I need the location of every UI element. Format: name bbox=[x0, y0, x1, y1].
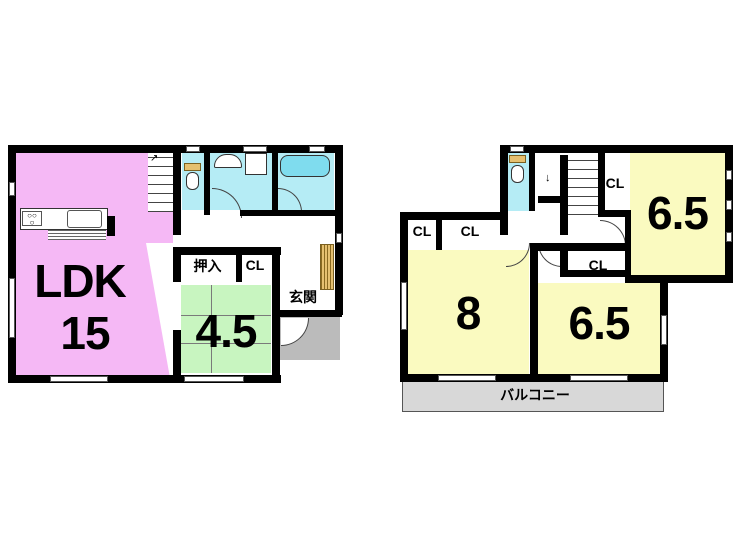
wall bbox=[500, 145, 598, 153]
wall bbox=[625, 275, 733, 283]
window bbox=[50, 376, 108, 382]
window bbox=[726, 200, 732, 210]
wall bbox=[8, 145, 16, 383]
floor-1-plan: ○○○ LDK 15 ↗ 押入 CL 4.5 玄関 bbox=[0, 0, 360, 555]
toilet-bowl-icon bbox=[511, 165, 524, 183]
wall bbox=[173, 145, 181, 235]
wall bbox=[272, 145, 278, 215]
window bbox=[9, 182, 15, 196]
counter-front bbox=[48, 230, 106, 240]
wall bbox=[8, 375, 281, 383]
window bbox=[309, 146, 325, 152]
wall bbox=[560, 243, 568, 275]
closet-1-label: CL bbox=[408, 224, 436, 238]
toilet-fixture-icon bbox=[509, 155, 526, 163]
window bbox=[243, 146, 267, 152]
wall bbox=[204, 145, 210, 215]
ldk-size: 15 bbox=[60, 307, 110, 359]
window bbox=[726, 170, 732, 180]
wall bbox=[530, 243, 630, 251]
hallway bbox=[175, 212, 335, 247]
counter-wall bbox=[107, 216, 115, 236]
wall bbox=[625, 210, 631, 280]
window bbox=[510, 146, 524, 152]
wall bbox=[173, 247, 281, 255]
wall bbox=[436, 212, 442, 250]
wall bbox=[598, 145, 605, 217]
stairs-floor1 bbox=[148, 152, 173, 212]
wall bbox=[240, 210, 340, 216]
window bbox=[336, 233, 342, 243]
wall bbox=[560, 270, 630, 277]
toilet-bowl-icon bbox=[186, 172, 199, 190]
wall bbox=[725, 145, 733, 283]
window bbox=[570, 375, 628, 381]
window bbox=[9, 278, 15, 338]
genkan-label: 玄関 bbox=[289, 289, 317, 305]
ldk-room bbox=[15, 153, 173, 376]
sink-icon bbox=[67, 210, 102, 228]
wall bbox=[500, 145, 508, 235]
room-6-5-bottom bbox=[538, 283, 660, 374]
window bbox=[438, 375, 496, 381]
wall bbox=[538, 196, 563, 203]
toilet-fixture-icon bbox=[184, 163, 201, 171]
washing-machine-icon bbox=[245, 153, 267, 175]
closet-3-label: CL bbox=[573, 258, 623, 272]
window bbox=[661, 315, 667, 345]
wall bbox=[173, 247, 181, 282]
bathtub-icon bbox=[280, 155, 330, 177]
room-6-5-top bbox=[630, 153, 725, 275]
window bbox=[184, 376, 244, 382]
ldk-label: LDK bbox=[34, 255, 127, 307]
window bbox=[186, 146, 200, 152]
stairs-floor2 bbox=[568, 155, 598, 215]
washitsu-size: 4.5 bbox=[195, 305, 258, 357]
room-6-5-top-size: 6.5 bbox=[647, 187, 709, 239]
wall bbox=[272, 310, 342, 317]
room-8-jo bbox=[407, 250, 529, 374]
window bbox=[726, 232, 732, 242]
wall bbox=[529, 145, 535, 211]
washitsu-room bbox=[181, 285, 271, 373]
stove-icon: ○○○ bbox=[22, 211, 42, 227]
closet-label-floor1: CL bbox=[243, 258, 267, 272]
closet-2-label: CL bbox=[445, 224, 495, 238]
closet-4-label: CL bbox=[603, 176, 627, 190]
shoe-rack bbox=[320, 244, 334, 290]
wall bbox=[335, 145, 343, 315]
wall bbox=[400, 212, 508, 220]
oshiire-label: 押入 bbox=[180, 257, 235, 273]
stairs-arrow-icon: ↗ bbox=[150, 153, 159, 164]
wall bbox=[530, 243, 538, 382]
wall bbox=[560, 155, 568, 235]
stairs-down-arrow-icon: ↓ bbox=[545, 172, 551, 184]
wall bbox=[236, 247, 242, 282]
window bbox=[401, 282, 407, 330]
room-6-5-bottom-size: 6.5 bbox=[568, 297, 631, 349]
balcony-label: バルコニー bbox=[500, 387, 570, 403]
wall bbox=[598, 210, 630, 217]
wall bbox=[598, 145, 733, 153]
wall bbox=[173, 330, 181, 383]
room-8-size: 8 bbox=[455, 287, 482, 339]
